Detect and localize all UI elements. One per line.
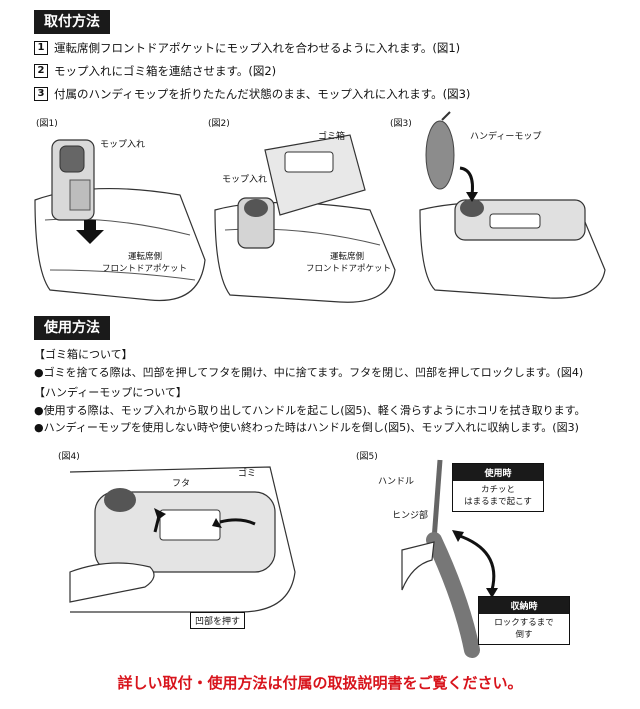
fig2-illustration bbox=[214, 134, 396, 303]
fig3-illustration bbox=[419, 111, 606, 299]
fig4-press-label: 凹部を押す bbox=[190, 612, 246, 629]
mop-text-1: ●使用する際は、モップ入れから取り出してハンドルを起こし(図5)、軽く滑らすよう… bbox=[34, 404, 586, 417]
store-time-line1: ロックするまで bbox=[494, 618, 554, 628]
fig1-illustration bbox=[34, 139, 206, 302]
fig4-trash-label: ゴミ bbox=[238, 469, 257, 479]
install-heading: 取付方法 bbox=[34, 10, 110, 34]
fig2-mop-case-label: モップ入れ bbox=[222, 175, 268, 185]
use-time-badge: 使用時 カチッと はまるまで起こす bbox=[452, 463, 544, 512]
fig1-mop-case-label: モップ入れ bbox=[100, 140, 146, 150]
fig4-illustration bbox=[69, 466, 296, 613]
footer-note: 詳しい取付・使用方法は付属の取扱説明書をご覧ください。 bbox=[117, 674, 523, 692]
fig3-mop-label: ハンディーモップ bbox=[470, 132, 542, 142]
fig1-pocket-line1: 運転席側 bbox=[128, 252, 163, 262]
fig2-pocket-line1: 運転席側 bbox=[330, 252, 365, 262]
fig1-label: (図1) bbox=[36, 119, 58, 129]
fig2-label: (図2) bbox=[208, 119, 230, 129]
fig5-handle-label: ハンドル bbox=[378, 477, 415, 487]
fig5-hinge-label: ヒンジ部 bbox=[392, 511, 429, 521]
use-time-line2: はまるまで起こす bbox=[464, 497, 532, 507]
fig4-label: (図4) bbox=[58, 452, 80, 462]
step-number: 3 bbox=[34, 87, 48, 101]
install-step-2: 2 モップ入れにゴミ箱を連結させます。(図2) bbox=[34, 63, 276, 79]
use-time-line1: カチッと bbox=[480, 485, 515, 495]
fig5-label: (図5) bbox=[356, 452, 378, 462]
trash-text: ●ゴミを捨てる際は、凹部を押してフタを開け、中に捨てます。フタを閉じ、凹部を押し… bbox=[34, 366, 584, 379]
step-text: 運転席側フロントドアポケットにモップ入れを合わせるように入れます。(図1) bbox=[54, 41, 461, 55]
install-step-3: 3 付属のハンディモップを折りたたんだ状態のまま、モップ入れに入れます。(図3) bbox=[34, 86, 470, 102]
mop-title: 【ハンディーモップについて】 bbox=[34, 386, 187, 399]
step-text: 付属のハンディモップを折りたたんだ状態のまま、モップ入れに入れます。(図3) bbox=[54, 87, 471, 101]
store-time-badge: 収納時 ロックするまで 倒す bbox=[478, 596, 570, 645]
store-time-line2: 倒す bbox=[515, 630, 533, 640]
use-time-head: 使用時 bbox=[453, 464, 543, 481]
fig2-trash-label: ゴミ箱 bbox=[318, 132, 346, 142]
fig2-pocket-line2: フロントドアポケット bbox=[306, 264, 392, 274]
step-text: モップ入れにゴミ箱を連結させます。(図2) bbox=[54, 64, 277, 78]
fig4-lid-label: フタ bbox=[172, 479, 191, 489]
fig5-illustration bbox=[401, 459, 498, 658]
step-number: 1 bbox=[34, 41, 48, 55]
fig3-label: (図3) bbox=[390, 119, 412, 129]
usage-heading: 使用方法 bbox=[34, 316, 110, 340]
install-step-1: 1 運転席側フロントドアポケットにモップ入れを合わせるように入れます。(図1) bbox=[34, 40, 460, 56]
step-number: 2 bbox=[34, 64, 48, 78]
trash-title: 【ゴミ箱について】 bbox=[34, 348, 133, 361]
fig1-pocket-line2: フロントドアポケット bbox=[102, 264, 188, 274]
store-time-head: 収納時 bbox=[479, 597, 569, 614]
mop-text-2: ●ハンディーモップを使用しない時や使い終わった時はハンドルを倒し(図5)、モップ… bbox=[34, 421, 579, 434]
